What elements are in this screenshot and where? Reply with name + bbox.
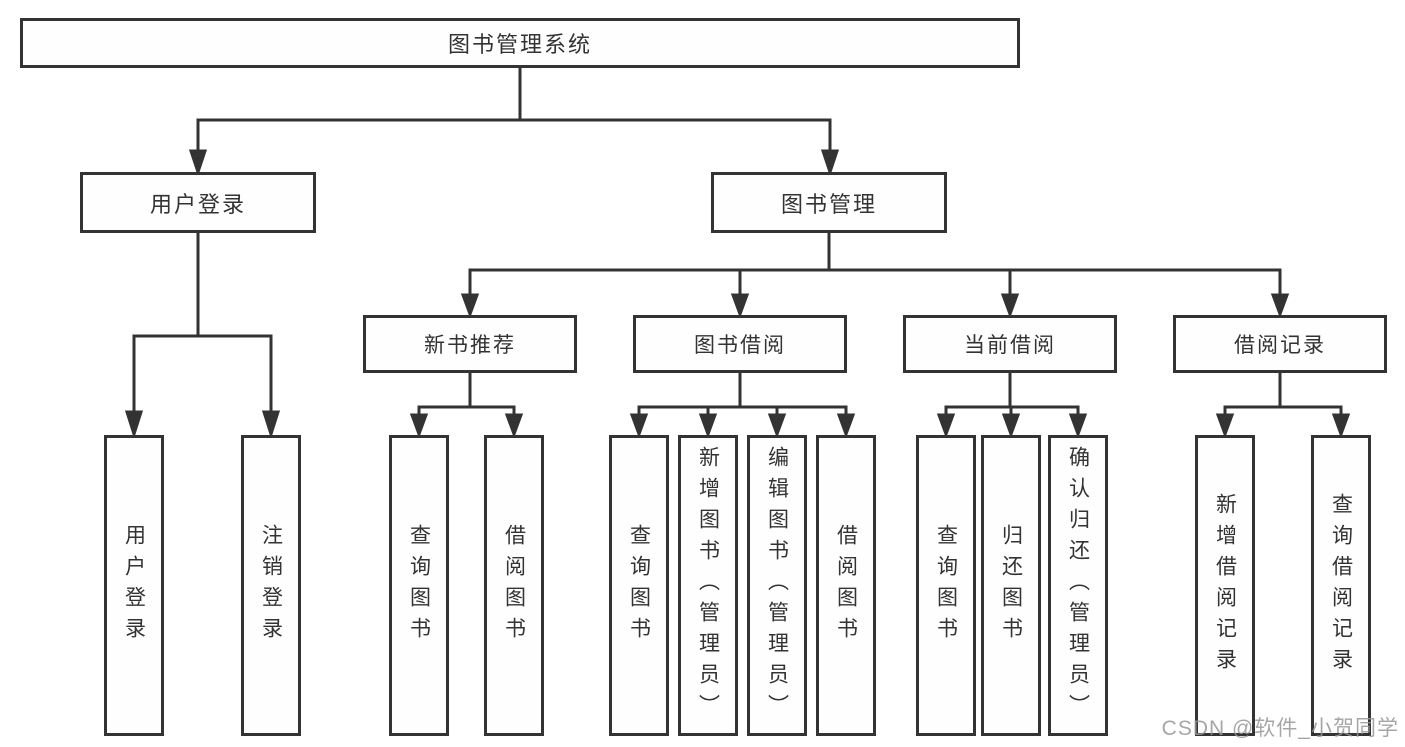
leaf-query-borrow-record-label: 查询借阅记录: [1329, 492, 1353, 679]
leaf-borrow-books-recommend: 借阅图书: [484, 435, 544, 736]
leaf-query-books-recommend-label: 查询图书: [407, 523, 431, 648]
leaf-edit-books-admin-label: 编辑图书（管理员）: [765, 446, 789, 725]
csdn-watermark: CSDN @软件_小贺同学: [1161, 717, 1399, 740]
leaf-add-books-admin: 新增图书（管理员）: [678, 435, 738, 736]
node-book-borrow: 图书借阅: [633, 315, 847, 373]
node-user-login: 用户登录: [80, 172, 316, 233]
leaf-query-books-borrow-label: 查询图书: [627, 523, 651, 648]
leaf-return-books: 归还图书: [981, 435, 1041, 736]
node-borrow-records-label: 借阅记录: [1234, 334, 1326, 357]
leaf-return-books-label: 归还图书: [999, 523, 1023, 648]
node-book-management: 图书管理: [711, 172, 947, 233]
leaf-confirm-return-admin: 确认归还（管理员）: [1048, 435, 1108, 736]
leaf-borrow-books-borrow-label: 借阅图书: [834, 523, 858, 648]
leaf-query-books-borrow: 查询图书: [609, 435, 669, 736]
leaf-add-books-admin-label: 新增图书（管理员）: [696, 446, 720, 725]
node-new-book-recommend-label: 新书推荐: [424, 334, 516, 357]
leaf-user-login-label: 用户登录: [122, 523, 146, 648]
node-current-borrow-label: 当前借阅: [964, 334, 1056, 357]
leaf-query-books-recommend: 查询图书: [389, 435, 449, 736]
node-root-label: 图书管理系统: [447, 32, 592, 57]
node-current-borrow: 当前借阅: [903, 315, 1117, 373]
leaf-borrow-books-recommend-label: 借阅图书: [502, 523, 526, 648]
leaf-confirm-return-admin-label: 确认归还（管理员）: [1066, 446, 1090, 725]
node-book-borrow-label: 图书借阅: [694, 334, 786, 357]
leaf-query-borrow-record: 查询借阅记录: [1311, 435, 1371, 736]
leaf-add-borrow-record-label: 新增借阅记录: [1213, 492, 1237, 679]
leaf-add-borrow-record: 新增借阅记录: [1195, 435, 1255, 736]
node-new-book-recommend: 新书推荐: [363, 315, 577, 373]
leaf-borrow-books-borrow: 借阅图书: [816, 435, 876, 736]
node-root: 图书管理系统: [20, 18, 1020, 68]
leaf-logout: 注销登录: [241, 435, 301, 736]
node-user-login-label: 用户登录: [149, 191, 246, 217]
node-book-management-label: 图书管理: [780, 191, 877, 217]
leaf-edit-books-admin: 编辑图书（管理员）: [747, 435, 807, 736]
leaf-user-login: 用户登录: [104, 435, 164, 736]
leaf-query-books-current-label: 查询图书: [934, 523, 958, 648]
leaf-query-books-current: 查询图书: [916, 435, 976, 736]
node-borrow-records: 借阅记录: [1173, 315, 1387, 373]
leaf-logout-label: 注销登录: [259, 523, 283, 648]
